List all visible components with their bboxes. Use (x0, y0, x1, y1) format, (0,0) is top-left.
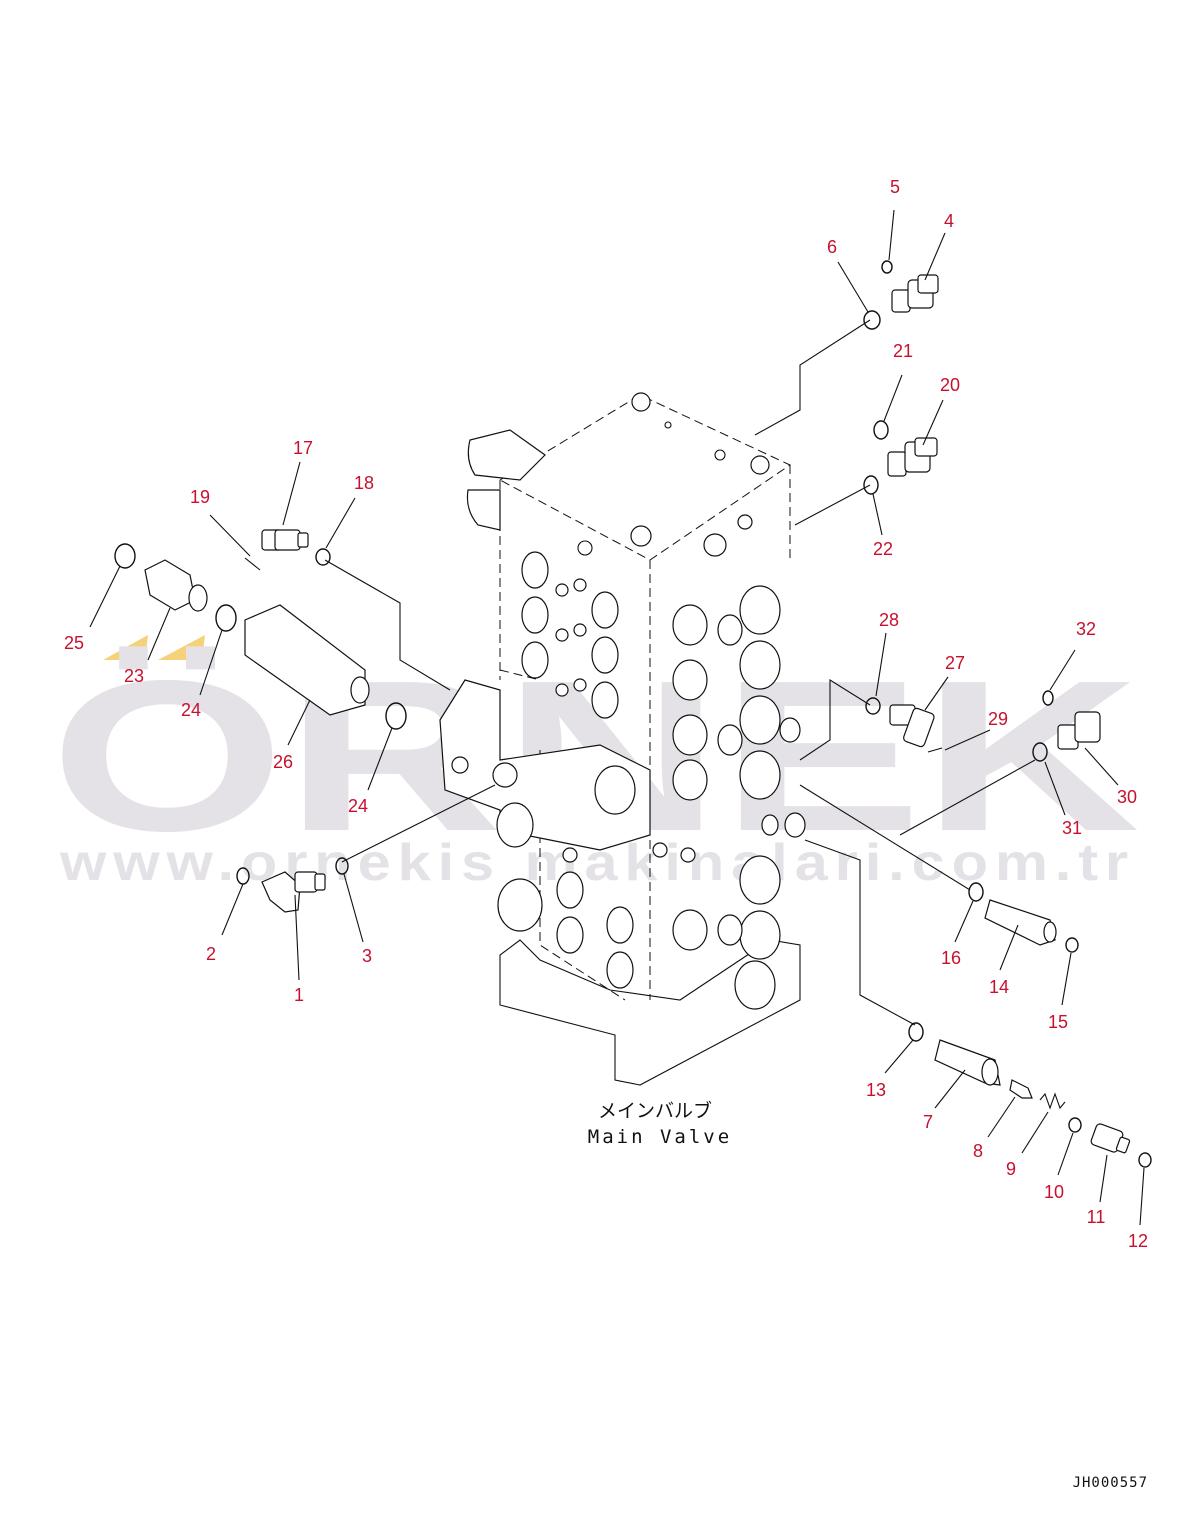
o-ring-16 (968, 882, 984, 902)
block-26 (244, 604, 370, 716)
side-spools (672, 585, 806, 1010)
callout-leaders (89, 209, 1145, 1226)
elbow-fitting-1 (261, 871, 326, 913)
callout-17: 17 (293, 438, 313, 458)
callout-20: 20 (940, 375, 960, 395)
callout-19: 19 (190, 487, 210, 507)
elbow-fitting-4 (891, 274, 939, 313)
callout-30: 30 (1117, 787, 1137, 807)
callout-14: 14 (989, 977, 1009, 997)
o-ring-12 (1138, 1152, 1152, 1168)
callout-28: 28 (879, 610, 899, 630)
callout-21: 21 (893, 341, 913, 361)
caption-japanese: メインバルブ (598, 1099, 712, 1122)
spring-9 (1039, 1092, 1066, 1110)
o-ring-28 (865, 697, 881, 715)
elbow-fitting-27 (889, 704, 935, 748)
o-ring-31 (1032, 742, 1048, 762)
callout-24-upper: 24 (181, 700, 201, 720)
caption-english: Main Valve (588, 1126, 732, 1148)
o-ring-18 (315, 548, 331, 566)
callout-1: 1 (294, 985, 304, 1005)
callout-32: 32 (1076, 619, 1096, 639)
drawing-code: JH000557 (1073, 1475, 1148, 1491)
callout-26: 26 (273, 752, 293, 772)
o-ring-13 (908, 1022, 924, 1042)
pin-19 (244, 557, 261, 571)
callout-7: 7 (923, 1112, 933, 1132)
callout-2: 2 (206, 944, 216, 964)
callout-6: 6 (827, 237, 837, 257)
o-ring-25 (114, 543, 136, 569)
callout-10: 10 (1044, 1182, 1064, 1202)
callout-9: 9 (1006, 1159, 1016, 1179)
o-ring-24-upper (215, 604, 237, 632)
elbow-fitting-20 (887, 437, 938, 477)
o-ring-32 (1042, 690, 1054, 706)
callout-29: 29 (988, 709, 1008, 729)
callout-25: 25 (64, 633, 84, 653)
callout-5: 5 (890, 177, 900, 197)
o-ring-5 (881, 260, 893, 274)
callout-4: 4 (944, 211, 954, 231)
o-ring-6 (863, 310, 881, 330)
watermark-accent-left (103, 635, 148, 660)
callout-numbers: 1 2 3 4 5 6 7 8 9 10 11 12 13 14 15 16 1… (64, 177, 1148, 1251)
o-ring-24-lower (385, 702, 407, 730)
hex-plug-23 (144, 559, 208, 612)
callout-27: 27 (945, 653, 965, 673)
callout-24-lower: 24 (348, 796, 368, 816)
o-ring-22 (863, 475, 879, 495)
parts (114, 260, 1152, 1168)
callout-8: 8 (973, 1141, 983, 1161)
valve-14 (984, 899, 1057, 946)
o-ring-21 (873, 420, 889, 440)
callout-13: 13 (866, 1080, 886, 1100)
pin-29 (927, 747, 943, 753)
o-ring-10 (1068, 1117, 1082, 1133)
o-ring-3 (335, 857, 349, 875)
main-valve-body (439, 392, 806, 1086)
callout-11: 11 (1087, 1207, 1106, 1227)
callout-12: 12 (1128, 1231, 1148, 1251)
leader-lines (324, 319, 1036, 1026)
callout-18: 18 (354, 473, 374, 493)
elbow-fitting-30 (1057, 711, 1101, 750)
callout-23: 23 (124, 666, 144, 686)
o-ring-15 (1065, 937, 1079, 953)
front-face-ports (521, 551, 634, 989)
watermark-accent-right (158, 635, 205, 660)
poppet-8 (1009, 1079, 1033, 1099)
fitting-17 (261, 529, 309, 551)
fitting-11 (1090, 1123, 1131, 1154)
plug-7 (934, 1039, 1001, 1086)
callout-22: 22 (873, 539, 893, 559)
callout-3: 3 (362, 946, 372, 966)
callout-16: 16 (941, 948, 961, 968)
callout-15: 15 (1048, 1012, 1068, 1032)
callout-31: 31 (1062, 818, 1082, 838)
